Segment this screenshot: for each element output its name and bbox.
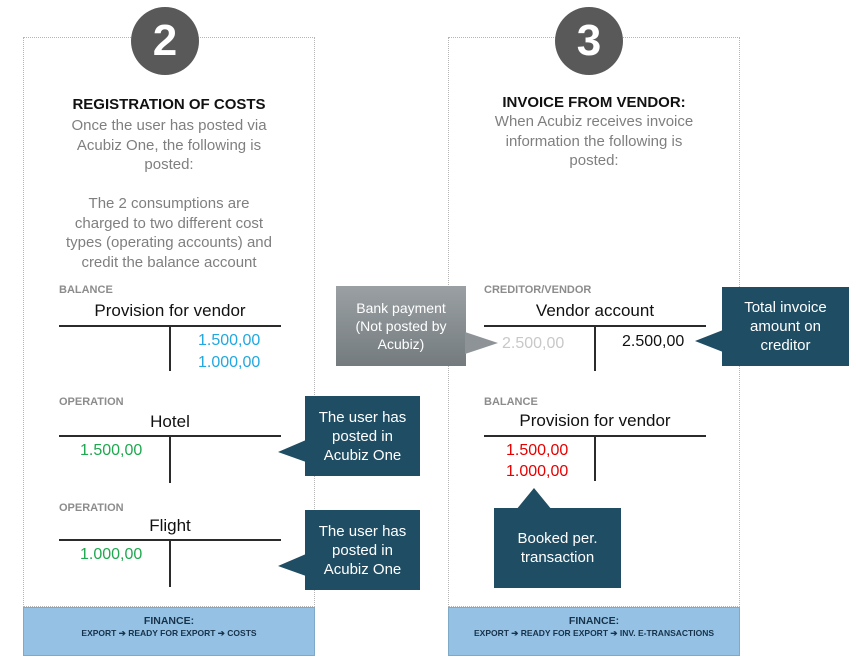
footer-path: EXPORT ➔ READY FOR EXPORT ➔ COSTS	[81, 628, 257, 638]
step2-heading: REGISTRATION OF COSTS	[72, 96, 266, 113]
desc-line: When Acubiz receives invoice	[494, 113, 694, 130]
provision-account-title: Provision for vendor	[519, 411, 671, 430]
debit-value: 2.500,00	[502, 335, 565, 352]
hotel-account-title: Hotel	[150, 412, 190, 431]
t-account-vline	[594, 325, 596, 371]
t-account-vline	[594, 435, 596, 481]
callout-pointer	[278, 440, 306, 462]
step3-finance-footer: FINANCE: EXPORT ➔ READY FOR EXPORT ➔ INV…	[448, 607, 740, 656]
step3-description: When Acubiz receives invoice information…	[448, 112, 740, 171]
debit-value: 1.500,00	[506, 442, 569, 459]
provision-account-title: Provision for vendor	[94, 301, 246, 320]
desc-line: types (operating accounts) and	[66, 234, 272, 251]
desc-line: posted:	[569, 152, 619, 169]
step2-finance-footer: FINANCE: EXPORT ➔ READY FOR EXPORT ➔ COS…	[23, 607, 315, 656]
desc-line: Once the user has posted via	[71, 117, 267, 134]
booked-per-transaction-callout: Booked per. transaction	[494, 508, 621, 588]
operation-label: OPERATION	[59, 396, 124, 408]
step3-heading: INVOICE FROM VENDOR:	[502, 94, 686, 111]
desc-line: credit the balance account	[81, 253, 257, 271]
debit-value: 1.000,00	[80, 546, 143, 563]
total-invoice-callout: Total invoice amount on creditor	[722, 287, 849, 366]
desc-line: Acubiz One, the following is	[76, 136, 262, 154]
debit-value: 1.500,00	[80, 442, 143, 459]
credit-value: 2.500,00	[622, 333, 685, 350]
desc-line: charged to two different cost	[74, 214, 264, 232]
flight-account-title: Flight	[149, 516, 191, 535]
footer-path: EXPORT ➔ READY FOR EXPORT ➔ INV. E-TRANS…	[474, 628, 714, 638]
desc-line: posted:	[144, 156, 194, 173]
desc-line: The 2 consumptions are	[88, 195, 250, 212]
credit-value: 1.500,00	[198, 332, 261, 349]
step2-number-badge: 2	[131, 7, 199, 75]
footer-title: FINANCE:	[568, 615, 620, 627]
user-posted-callout: The user has posted in Acubiz One	[305, 510, 420, 590]
t-account-vline	[169, 325, 171, 371]
user-posted-callout: The user has posted in Acubiz One	[305, 396, 420, 476]
operation-label: OPERATION	[59, 502, 124, 514]
credit-value: 1.000,00	[198, 354, 261, 371]
callout-pointer	[695, 330, 723, 352]
step3-number-badge: 3	[555, 7, 623, 75]
vendor-account-title: Vendor account	[535, 301, 655, 320]
balance-label: BALANCE	[59, 284, 113, 296]
bank-payment-callout: Bank payment (Not posted by Acubiz)	[336, 286, 466, 366]
callout-pointer	[465, 332, 498, 354]
desc-line	[23, 175, 315, 195]
desc-line: information the following is	[505, 132, 683, 150]
footer-title: FINANCE:	[143, 615, 195, 627]
t-account-vline	[169, 539, 171, 587]
callout-pointer	[278, 554, 306, 576]
t-account-vline	[169, 435, 171, 483]
debit-value: 1.000,00	[506, 463, 569, 480]
step2-description: Once the user has posted via Acubiz One,…	[23, 116, 315, 272]
balance-label: BALANCE	[484, 396, 538, 408]
callout-pointer	[516, 488, 552, 510]
creditor-vendor-label: CREDITOR/VENDOR	[484, 284, 592, 296]
